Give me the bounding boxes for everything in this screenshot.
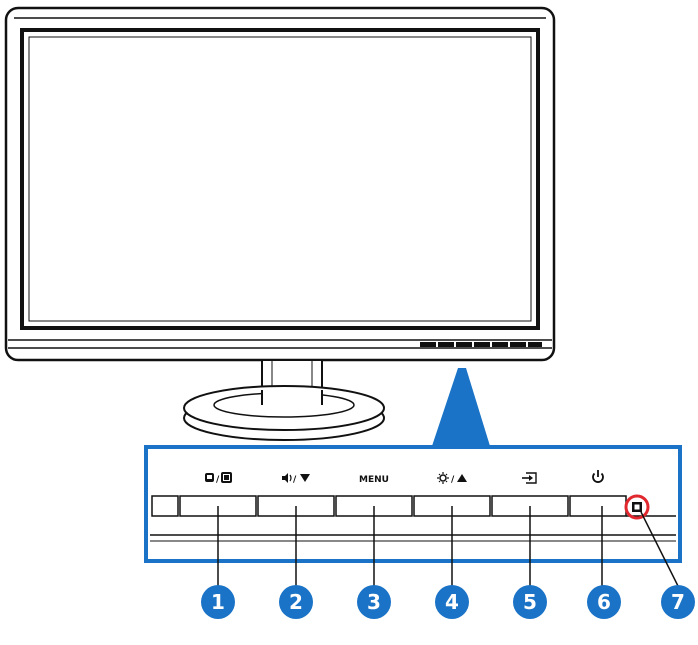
input-select-icon: [522, 472, 537, 484]
callout-3: 3: [357, 585, 391, 619]
brightness-up-icon: /: [437, 472, 467, 485]
svg-text:/: /: [216, 475, 220, 485]
callout-6: 6: [587, 585, 621, 619]
svg-text:5: 5: [523, 590, 537, 614]
svg-text:/: /: [293, 475, 297, 485]
svg-text:6: 6: [597, 590, 611, 614]
power-indicator: [624, 494, 650, 520]
panel-buttons: [179, 495, 676, 517]
callout-1: 1: [201, 585, 235, 619]
leader-lines: [217, 506, 679, 588]
leader-line-7: [640, 511, 679, 587]
monitor: [4, 6, 556, 362]
panel-button-icons: / / MENU /: [205, 470, 604, 485]
svg-text:7: 7: [671, 590, 685, 614]
zoom-wedge: [432, 368, 490, 446]
svg-text:1: 1: [211, 590, 225, 614]
callout-2: 2: [279, 585, 313, 619]
volume-down-icon: /: [282, 473, 310, 485]
monitor-screen: [20, 28, 540, 330]
power-icon: [592, 470, 604, 483]
svg-text:/: /: [451, 475, 455, 485]
callout-4: 4: [435, 585, 469, 619]
callout-5: 5: [513, 585, 547, 619]
monitor-screen-inner: [28, 36, 532, 322]
svg-text:3: 3: [367, 590, 381, 614]
power-indicator-callout-ring: [624, 494, 650, 520]
input-source-and-splendid-icon: /: [205, 472, 232, 485]
menu-label: MENU: [359, 475, 389, 485]
callout-markers: 1 2 3 4 5 6 7: [201, 585, 695, 619]
monitor-stand: [183, 359, 385, 441]
bezel-buttons: [420, 342, 542, 347]
svg-text:2: 2: [289, 590, 303, 614]
panel-button-6[interactable]: [569, 495, 627, 517]
svg-text:4: 4: [445, 590, 459, 614]
callout-7: 7: [661, 585, 695, 619]
